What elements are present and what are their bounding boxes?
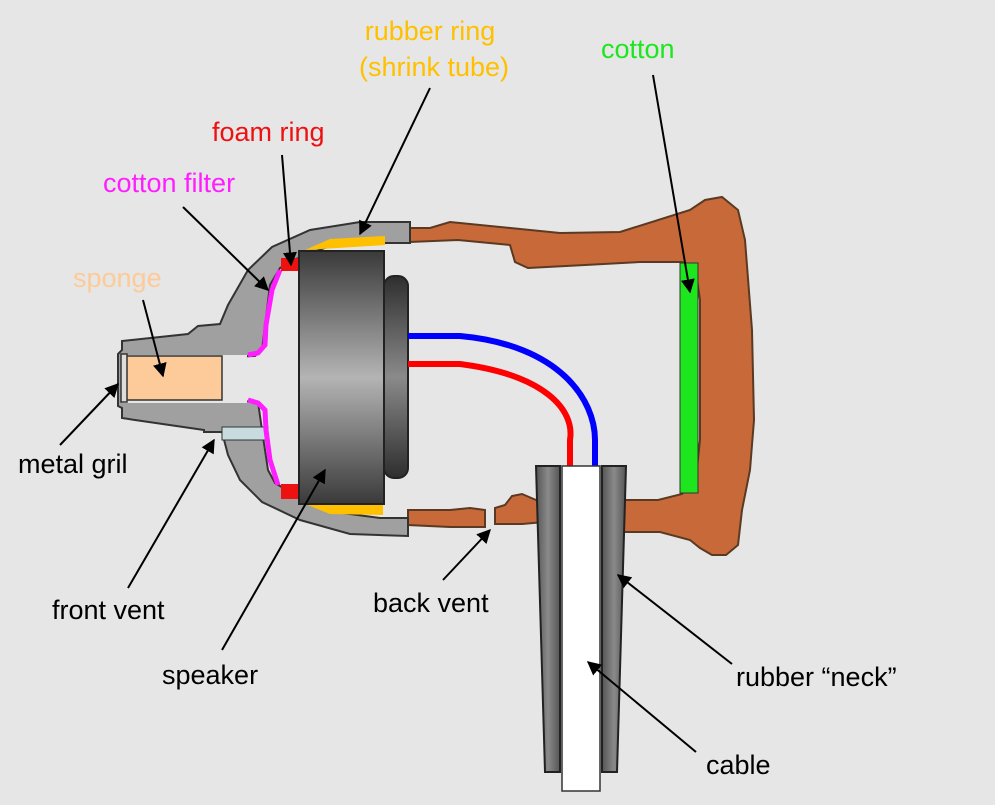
label-metal-gril: metal gril [18,449,128,479]
wire-red [408,361,574,466]
leader-metal-gril [59,382,119,446]
label-cable: cable [706,750,771,780]
leader-back-vent [442,528,491,581]
leader-speaker [221,468,326,651]
label-cotton-filter: cotton filter [103,168,235,198]
label-rubber-neck: rubber “neck” [736,662,897,692]
label-sponge: sponge [73,263,162,293]
label-rubber-ring-1: rubber ring [365,16,496,46]
foam-ring-bottom [281,484,299,499]
rubber-ring-top [305,236,385,250]
leader-cable [586,661,697,753]
label-speaker: speaker [162,660,258,690]
metal-gril-shape [120,353,128,403]
cotton-filter-lower [247,397,281,486]
label-cotton: cotton [601,34,675,64]
label-back-vent: back vent [373,588,489,618]
front-vent-shape [221,426,269,441]
neck-right [601,465,628,773]
speaker-body [298,250,385,505]
cotton-shape [679,262,699,494]
neck-left [534,465,561,773]
cotton-filter-upper [247,269,283,358]
label-front-vent: front vent [52,595,165,625]
leader-foam-ring [281,154,297,267]
leader-front-vent [127,438,215,589]
housing-lower-left [407,506,486,528]
leader-rubber-ring [359,87,431,236]
label-foam-ring: foam ring [212,117,325,147]
rubber-ring-bottom [305,504,383,515]
sponge-shape [125,355,223,401]
housing-body [409,195,756,556]
leader-cotton-filter [182,206,270,291]
speaker-cap [383,275,409,479]
wire-blue [408,333,598,466]
leader-sponge [142,299,167,378]
leader-rubber-neck [616,574,733,665]
leader-cotton [652,74,695,294]
label-rubber-ring-2: (shrink tube) [359,52,509,82]
cable-shape [561,465,601,792]
